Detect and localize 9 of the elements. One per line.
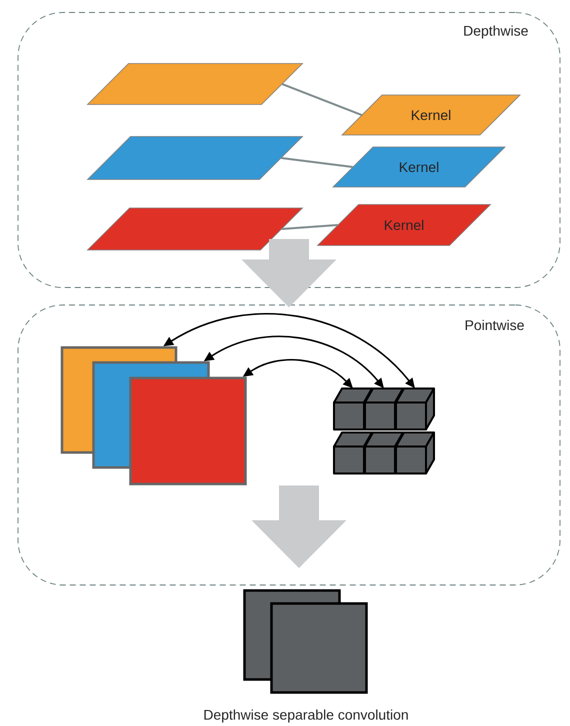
cube [395, 388, 435, 430]
cube [395, 432, 435, 474]
connector-line [282, 83, 362, 116]
caption: Depthwise separable convolution [204, 709, 408, 723]
connector-line [282, 224, 338, 230]
feature-map-square [129, 376, 247, 486]
output-square [270, 602, 368, 694]
dashed-group-box: Pointwise [18, 304, 560, 586]
connector-line [281, 157, 353, 168]
